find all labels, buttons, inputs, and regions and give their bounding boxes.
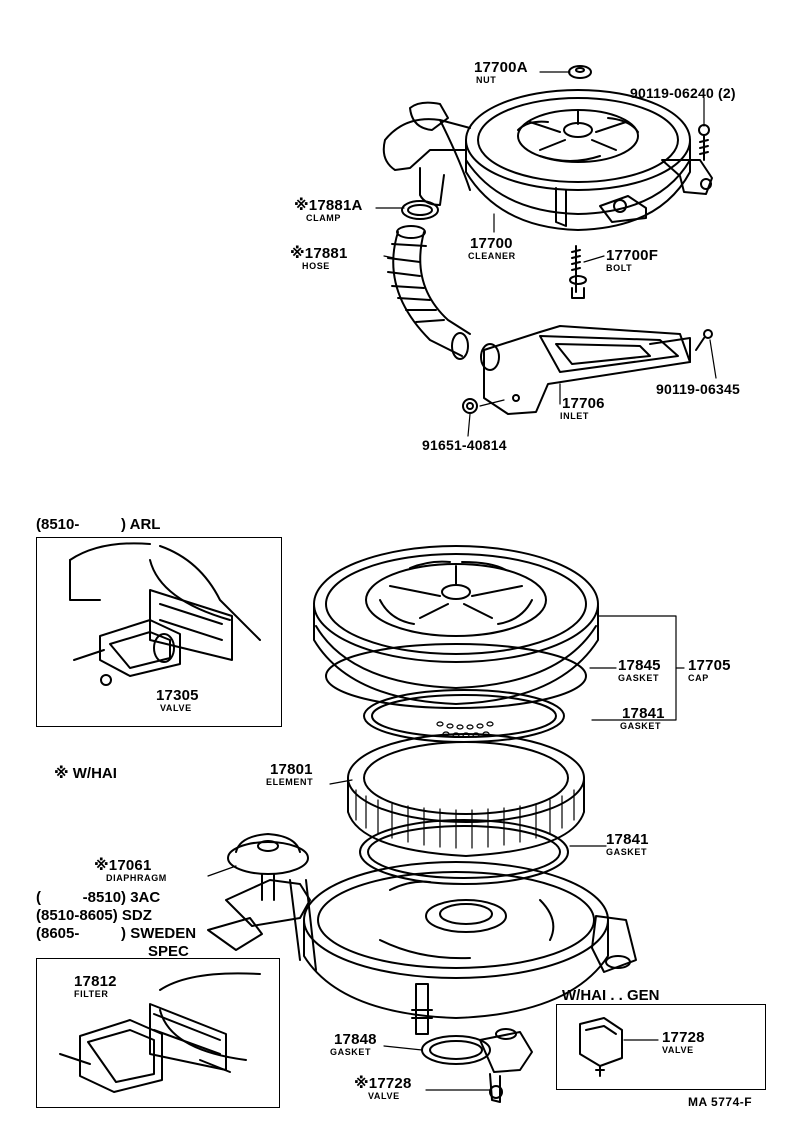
inset-gen-drawing (579, 1017, 623, 1077)
element-part-number: 17801 (270, 761, 313, 778)
valve-bottom-part (479, 1028, 533, 1103)
bolt-part-number: 17700F (606, 247, 659, 264)
inset-arl-title: (8510- ) ARL (36, 516, 161, 533)
clamp-part (401, 200, 439, 220)
arl-valve-part-number: 17305 (156, 687, 199, 704)
gasket-upper-part-name: GASKET (620, 721, 662, 731)
reference-code: MA 5774-F (688, 1095, 753, 1109)
clamp-part-name: CLAMP (306, 213, 341, 223)
gasket-lower-part-name: GASKET (606, 847, 648, 857)
case-bolt-part (411, 983, 433, 1035)
cap-part (313, 545, 599, 705)
gen-valve-part-name: VALVE (662, 1045, 694, 1055)
gen-valve-part-number: 17728 (662, 1029, 705, 1046)
valve-bottom-part-number: ※17728 (354, 1075, 412, 1092)
filter-part-number: 17812 (74, 973, 117, 990)
bolt-part (569, 245, 587, 299)
clamp-part-number: ※17881A (294, 197, 363, 214)
element-part (347, 733, 585, 857)
nut-part-number: 17700A (474, 59, 528, 76)
inset-filter-drawing (59, 972, 261, 1093)
leader-lines-bottom (207, 615, 685, 1091)
inlet-part-name: INLET (560, 411, 589, 421)
bolt-inlet-part-number: 90119-06345 (656, 381, 740, 397)
hose-part-number: ※17881 (290, 245, 348, 262)
gasket-upper-part-number: 17841 (622, 705, 665, 722)
gasket-small-part-number: 17848 (334, 1031, 377, 1048)
bolt-inlet-part (695, 329, 713, 351)
nut-part (568, 65, 592, 79)
gasket-cap-part (325, 643, 587, 709)
bolt-part-name: BOLT (606, 263, 633, 273)
diaphragm-part-name: DIAPHRAGM (106, 873, 167, 883)
gasket-lower-part (359, 819, 569, 885)
cleaner-part-name: CLEANER (468, 251, 516, 261)
grommet-part-number: 91651-40814 (422, 437, 507, 453)
spec-line-1: ( -8510) 3AC (36, 889, 161, 906)
inlet-part (480, 325, 691, 415)
whai-note: ※ W/HAI (54, 765, 117, 782)
inset-arl-frame (36, 537, 282, 727)
filter-part-name: FILTER (74, 989, 109, 999)
cleaner-case-part (207, 861, 637, 1019)
valve-bottom-part-name: VALVE (368, 1091, 400, 1101)
gasket-cap-part-number: 17845 (618, 657, 661, 674)
bolt-top-part (698, 124, 710, 161)
inset-gen-frame (556, 1004, 766, 1090)
gasket-cap-part-name: GASKET (618, 673, 660, 683)
cap-part-number: 17705 (688, 657, 731, 674)
diaphragm-part-number: ※17061 (94, 857, 152, 874)
spec-line-3: (8605- ) SWEDEN (36, 925, 197, 942)
air-cleaner-assembly (382, 89, 713, 231)
arl-valve-part-name: VALVE (160, 703, 192, 713)
nut-part-name: NUT (476, 75, 497, 85)
hose-part (387, 225, 471, 360)
bolts-top-part-number: 90119-06240 (2) (630, 85, 736, 101)
cap-part-name: CAP (688, 673, 709, 683)
cleaner-part-number: 17700 (470, 235, 513, 252)
gasket-lower-part-number: 17841 (606, 831, 649, 848)
inlet-part-number: 17706 (562, 395, 605, 412)
leader-lines-top (375, 71, 717, 437)
spec-line-2: (8510-8605) SDZ (36, 907, 152, 924)
element-part-name: ELEMENT (266, 777, 314, 787)
grommet-part (462, 398, 478, 414)
hose-part-name: HOSE (302, 261, 330, 271)
diaphragm-part (227, 833, 309, 901)
gasket-upper-part (363, 689, 565, 743)
spec-line-4: SPEC (148, 943, 189, 960)
gasket-small-part-name: GASKET (330, 1047, 372, 1057)
inset-arl-drawing (69, 542, 261, 686)
inset-gen-title: W/HAI . . GEN (562, 987, 660, 1004)
inset-filter-frame (36, 958, 280, 1108)
